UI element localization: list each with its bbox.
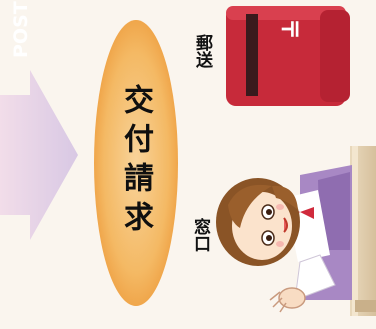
- flow-arrow: [0, 70, 78, 240]
- main-request-label: 交付請求: [118, 83, 153, 240]
- postal-mark: 〒: [276, 18, 301, 40]
- clerk-woman: [216, 165, 352, 313]
- request-ellipse: [94, 20, 178, 306]
- mail-label: 郵送: [192, 34, 212, 68]
- mailbox-icon: [226, 6, 350, 106]
- post-sign-text: POST: [10, 1, 32, 58]
- mailbox-sign: POST: [10, 1, 32, 58]
- counter-desk: [350, 146, 376, 316]
- window-label: 窓口: [190, 218, 210, 252]
- postal-mark-icon: 〒: [276, 18, 301, 40]
